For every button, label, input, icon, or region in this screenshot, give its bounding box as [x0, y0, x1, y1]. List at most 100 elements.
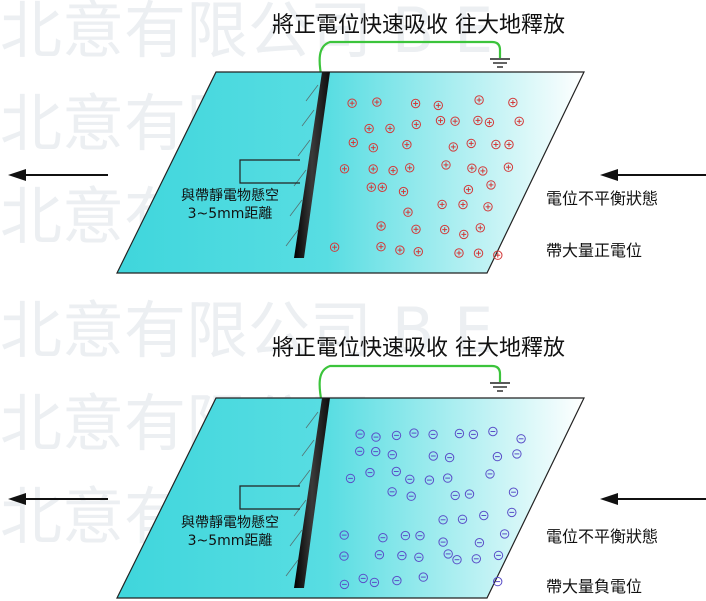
charge-marker: [492, 451, 503, 462]
charged-sheet: [116, 397, 585, 599]
charge-marker: [374, 550, 385, 560]
charge-marker: [402, 139, 412, 150]
gap-label: 與帶靜電物懸空 3~5mm距離: [181, 188, 279, 222]
charge-marker: [418, 572, 428, 582]
charge-marker: [479, 510, 489, 521]
charge-marker: [452, 555, 462, 565]
charge-marker: [339, 579, 350, 590]
charge-marker: [468, 429, 479, 440]
charge-marker: [366, 182, 376, 192]
charge-marker: [378, 533, 388, 543]
charge-marker: [484, 117, 495, 128]
charge-marker: [435, 115, 446, 126]
charge-marker: [415, 531, 425, 541]
charge-marker: [365, 467, 375, 478]
charge-marker: [398, 186, 409, 197]
charge-marker: [348, 137, 358, 148]
charge-marker: [443, 549, 453, 559]
charge-marker: [440, 224, 450, 235]
charge-marker: [483, 202, 493, 212]
charge-marker: [368, 164, 378, 174]
charge-marker: [437, 199, 447, 210]
charge-marker: [376, 221, 386, 231]
charge-marker: [433, 100, 443, 111]
charge-marker: [516, 434, 526, 444]
charge-marker: [371, 446, 381, 457]
charge-marker: [387, 487, 397, 497]
ground-wire: [318, 40, 502, 81]
ground-icon: [490, 58, 510, 68]
panel-positive: 將正電位快速吸收 往大地釋放 與帶靜電物懸空 3~5mm: [8, 13, 706, 274]
charge-marker: [459, 229, 469, 240]
charge-marker: [400, 530, 411, 541]
charge-marker: [486, 180, 496, 190]
gap-label-line2: 3~5mm距離: [188, 205, 273, 222]
charge-marker: [391, 430, 402, 441]
charge-marker: [387, 450, 397, 460]
charge-marker: [409, 428, 419, 438]
charge-marker: [457, 514, 468, 524]
arrow-left-icon: [8, 169, 108, 181]
charge-marker: [371, 432, 381, 442]
charge-marker: [438, 537, 448, 547]
panel-title: 將正電位快速吸收 往大地釋放: [272, 13, 565, 38]
watermark-text: 北意有限公司 B E: [0, 294, 493, 367]
charge-marker: [466, 138, 476, 149]
charge-marker: [508, 487, 519, 497]
charge-marker: [467, 163, 477, 173]
charge-marker: [403, 207, 413, 217]
panel-title: 將正電位快速吸收 往大地釋放: [272, 336, 565, 361]
charge-marker: [355, 446, 365, 456]
charge-marker: [355, 429, 365, 439]
charge-marker: [397, 550, 407, 561]
ground-wire: [318, 364, 502, 405]
charge-marker: [458, 199, 468, 210]
charge-marker: [512, 449, 522, 459]
charge-marker: [454, 248, 464, 258]
charge-marker: [358, 573, 368, 584]
charge-marker: [471, 554, 481, 564]
charge-marker: [345, 473, 356, 484]
charge-marker: [474, 538, 485, 548]
charge-marker: [388, 165, 398, 176]
charge-marker: [507, 507, 517, 518]
gap-label: 與帶靜電物懸空 3~5mm距離: [181, 515, 279, 549]
charge-marker: [347, 98, 357, 108]
charge-marker: [405, 163, 415, 173]
ground-icon: [490, 382, 510, 392]
charge-marker: [450, 116, 460, 126]
charge-marker: [464, 489, 475, 499]
charge-marker: [414, 552, 424, 562]
charge-marker: [475, 223, 485, 233]
charge-marker: [454, 428, 465, 439]
charge-label: 帶大量負電位: [546, 577, 642, 596]
charge-marker: [444, 452, 455, 463]
charge-marker: [504, 139, 514, 150]
charge-markers: [339, 426, 526, 590]
gap-label-line1: 與帶靜電物懸空: [181, 188, 279, 204]
charge-marker: [488, 426, 498, 437]
watermark-text: 北意有限公司 B E: [0, 0, 493, 67]
charge-marker: [485, 469, 495, 479]
arrow-left-icon: [600, 493, 706, 505]
charge-marker: [474, 95, 484, 105]
charge-marker: [478, 166, 488, 176]
charge-marker: [411, 119, 421, 130]
charge-marker: [376, 242, 386, 252]
charge-marker: [385, 123, 395, 134]
charge-marker: [438, 515, 448, 525]
charge-marker: [424, 475, 435, 485]
charge-marker: [491, 139, 501, 150]
charge-marker: [514, 116, 524, 127]
charge-marker: [339, 164, 350, 174]
charge-marker: [339, 551, 349, 561]
charge-marker: [499, 529, 510, 539]
arrow-left-icon: [600, 169, 706, 181]
charge-marker: [428, 451, 438, 461]
charge-markers: [329, 95, 524, 260]
charge-marker: [391, 466, 401, 477]
charge-marker: [377, 182, 387, 193]
state-label: 電位不平衡狀態: [546, 527, 658, 546]
charge-marker: [463, 184, 474, 195]
